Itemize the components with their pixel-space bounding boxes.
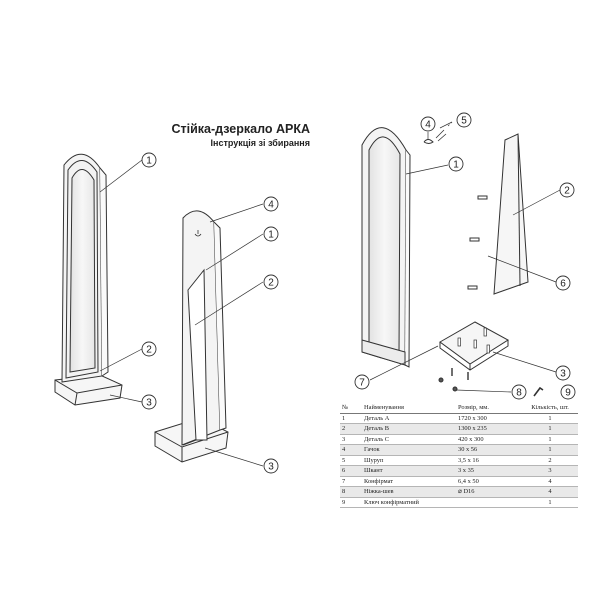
table-row: 5 Шуруп 3,5 x 16 2 [340, 455, 578, 466]
table-row: 1 Деталь А 1720 x 300 1 [340, 413, 578, 424]
table-row: 9 Ключ конфірматний 1 [340, 497, 578, 508]
row-quantity: 1 [522, 434, 578, 445]
row-number: 7 [340, 476, 362, 487]
row-quantity: 1 [522, 413, 578, 424]
row-quantity: 1 [522, 497, 578, 508]
svg-text:4: 4 [425, 120, 431, 131]
svg-text:8: 8 [516, 388, 522, 399]
callout-right-1: 1 [448, 156, 464, 172]
svg-text:3: 3 [560, 369, 566, 380]
svg-text:2: 2 [268, 278, 274, 289]
row-name: Деталь А [362, 413, 456, 424]
table-row: 8 Ніжка-шев ⌀ D16 4 [340, 486, 578, 498]
right-exploded-view [361, 121, 544, 397]
svg-text:9: 9 [565, 388, 571, 399]
row-number: 3 [340, 434, 362, 445]
left-assembled-mirror [54, 153, 123, 406]
row-name: Гачок [362, 444, 456, 456]
svg-text:4: 4 [268, 200, 274, 211]
header-number: № [340, 403, 362, 414]
row-quantity: 2 [522, 455, 578, 466]
row-name: Шкант [362, 465, 456, 477]
row-quantity: 3 [522, 465, 578, 477]
table-row: 6 Шкант 3 x 35 3 [340, 465, 578, 477]
callout-right-2: 2 [559, 182, 575, 198]
svg-text:1: 1 [268, 230, 274, 241]
page-subtitle: Інструкція зі збирання [210, 138, 310, 148]
row-size: ⌀ D16 [456, 486, 522, 498]
callout-middle-1: 1 [263, 226, 279, 242]
svg-text:1: 1 [146, 156, 152, 167]
row-quantity: 1 [522, 423, 578, 435]
row-number: 9 [340, 497, 362, 508]
svg-text:7: 7 [359, 378, 365, 389]
row-name: Деталь В [362, 423, 456, 435]
row-number: 4 [340, 444, 362, 456]
row-quantity: 4 [522, 486, 578, 498]
row-name: Шуруп [362, 455, 456, 466]
row-size: 3 x 35 [456, 465, 522, 477]
svg-text:2: 2 [564, 186, 570, 197]
row-number: 8 [340, 486, 362, 498]
row-number: 2 [340, 423, 362, 435]
callout-left-2: 2 [141, 341, 157, 357]
table-row: 2 Деталь В 1300 x 235 1 [340, 423, 578, 435]
callout-left-1: 1 [141, 152, 157, 168]
row-name: Деталь С [362, 434, 456, 445]
leader-lines [99, 121, 561, 467]
callout-right-8: 8 [511, 384, 527, 400]
header-size: Розмір, мм. [456, 403, 522, 414]
svg-text:3: 3 [146, 398, 152, 409]
svg-text:2: 2 [146, 345, 152, 356]
middle-assembled-stand [154, 210, 229, 463]
row-size: 1300 x 235 [456, 423, 522, 435]
svg-text:6: 6 [560, 279, 566, 290]
callout-right-3: 3 [555, 365, 571, 381]
row-size: 1720 x 300 [456, 413, 522, 424]
row-size: 3,5 x 16 [456, 455, 522, 466]
row-number: 1 [340, 413, 362, 424]
header-name: Найменування [362, 403, 456, 414]
callout-right-6: 6 [555, 275, 571, 291]
header-quantity: Кількість, шт. [522, 403, 578, 414]
row-number: 5 [340, 455, 362, 466]
table-header-row: № Найменування Розмір, мм. Кількість, шт… [340, 403, 578, 414]
callout-middle-3: 3 [263, 458, 279, 474]
row-quantity: 1 [522, 444, 578, 456]
row-size: 30 x 56 [456, 444, 522, 456]
page-title: Стійка-дзеркало АРКА [171, 122, 310, 136]
callout-middle-4: 4 [263, 196, 279, 212]
callout-right-4: 4 [420, 116, 436, 132]
parts-table: № Найменування Розмір, мм. Кількість, шт… [340, 403, 578, 508]
callout-right-9: 9 [560, 384, 576, 400]
table-row: 7 Конфірмат 6,4 x 50 4 [340, 476, 578, 487]
svg-text:3: 3 [268, 462, 274, 473]
callout-middle-2: 2 [263, 274, 279, 290]
row-number: 6 [340, 465, 362, 477]
callout-right-5: 5 [456, 112, 472, 128]
row-size: 420 x 300 [456, 434, 522, 445]
svg-text:5: 5 [461, 116, 467, 127]
row-quantity: 4 [522, 476, 578, 487]
table-row: 4 Гачок 30 x 56 1 [340, 444, 578, 456]
callout-right-7: 7 [354, 374, 370, 390]
row-name: Конфірмат [362, 476, 456, 487]
callout-left-3: 3 [141, 394, 157, 410]
row-size: 6,4 x 50 [456, 476, 522, 487]
row-name: Ключ конфірматний [362, 497, 456, 508]
svg-text:1: 1 [453, 160, 459, 171]
row-size [456, 497, 522, 508]
row-name: Ніжка-шев [362, 486, 456, 498]
title-block: Стійка-дзеркало АРКА Інструкція зі збира… [150, 122, 310, 149]
table-row: 3 Деталь С 420 x 300 1 [340, 434, 578, 445]
